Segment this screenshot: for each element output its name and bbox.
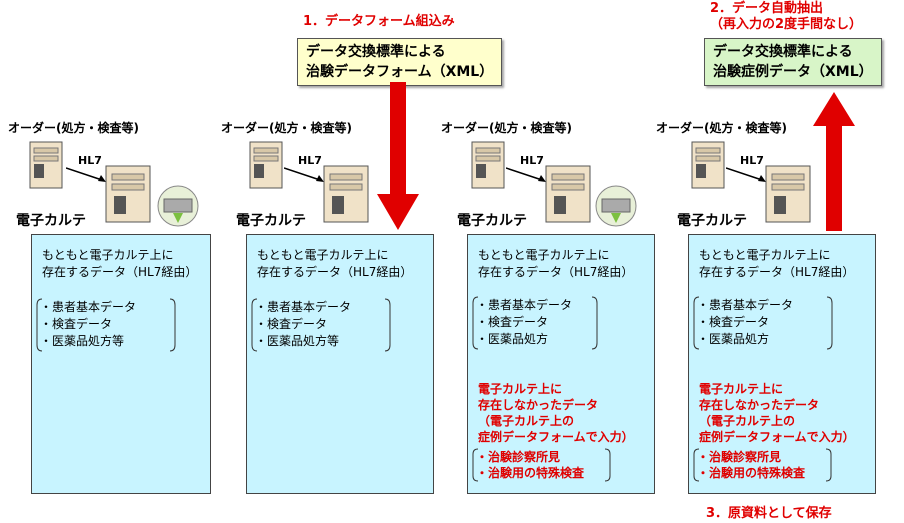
item-list: ・患者基本データ ・検査データ ・医薬品処方等 <box>253 299 351 350</box>
xml-case-line2: 治験症例データ（XML） <box>713 64 873 80</box>
list-item: ・検査データ <box>476 315 549 329</box>
red-note-line3: （電子カルテ上の <box>478 414 575 428</box>
red-list-item: ・治験診察所見 <box>697 450 782 464</box>
hl7-label-3: HL7 <box>520 154 544 167</box>
step1-label: 1．データフォーム組込み <box>303 14 455 29</box>
keyboard-input-icon <box>595 185 637 227</box>
server-pc-icon <box>691 141 725 189</box>
intro-line2: 存在するデータ（HL7経由） <box>699 265 855 279</box>
column-box-1: もともと電子カルテ上に 存在するデータ（HL7経由） ・患者基本データ ・検査デ… <box>31 234 211 494</box>
list-item: ・検査データ <box>255 317 328 331</box>
red-note-line4: 症例データフォームで入力） <box>478 430 634 444</box>
xml-case-line1: データ交換標準による <box>713 44 853 60</box>
list-item: ・医薬品処方 <box>476 332 549 346</box>
item-list: ・患者基本データ ・検査データ ・医薬品処方等 <box>38 299 136 350</box>
hl7-label-2: HL7 <box>298 154 322 167</box>
server-pc-icon <box>471 141 505 189</box>
server-pc-icon <box>249 141 283 189</box>
column-box-3: もともと電子カルテ上に 存在するデータ（HL7経由） ・患者基本データ ・検査デ… <box>467 234 655 494</box>
column-box-4: もともと電子カルテ上に 存在するデータ（HL7経由） ・患者基本データ ・検査デ… <box>688 234 876 494</box>
server-icon <box>323 165 369 223</box>
bracket <box>472 296 598 350</box>
step2-line2: （再入力の2度手間なし） <box>710 17 863 32</box>
intro-line1: もともと電子カルテ上に <box>42 248 174 262</box>
emr-label-2: 電子カルテ <box>236 213 306 229</box>
list-item: ・医薬品処方等 <box>255 334 340 348</box>
red-note-line1: 電子カルテ上に <box>478 382 563 396</box>
hl7-label-1: HL7 <box>78 154 102 167</box>
hl7-arrow <box>506 167 546 182</box>
emr-label-1: 電子カルテ <box>16 213 86 229</box>
hl7-arrow <box>66 167 106 182</box>
order-label-2: オーダー(処方・検査等) <box>221 121 352 135</box>
item-list: ・患者基本データ ・検査データ ・医薬品処方 <box>474 297 572 348</box>
intro-line2: 存在するデータ（HL7経由） <box>478 265 634 279</box>
intro-line2: 存在するデータ（HL7経由） <box>257 265 413 279</box>
bracket <box>693 448 832 482</box>
list-item: ・患者基本データ <box>697 298 794 312</box>
red-note-line3: （電子カルテ上の <box>699 414 796 428</box>
intro-line1: もともと電子カルテ上に <box>699 248 831 262</box>
step2-line1: 2．データ自動抽出 <box>710 1 824 16</box>
server-pc-icon <box>29 141 63 189</box>
xml-form-line2: 治験データフォーム（XML） <box>306 64 494 80</box>
red-up-arrow <box>813 92 855 231</box>
list-item: ・検査データ <box>697 315 770 329</box>
order-label-1: オーダー(処方・検査等) <box>8 121 139 135</box>
bracket <box>251 298 391 352</box>
red-list-item: ・治験用の特殊検査 <box>697 466 806 480</box>
step3-label: 3．原資料として保存 <box>706 506 832 521</box>
column-box-2: もともと電子カルテ上に 存在するデータ（HL7経由） ・患者基本データ ・検査デ… <box>246 234 434 494</box>
item-list: ・患者基本データ ・検査データ ・医薬品処方 <box>695 297 793 348</box>
red-note-line2: 存在しなかったデータ <box>699 398 820 412</box>
server-icon <box>105 165 151 223</box>
red-list-item: ・治験診察所見 <box>476 450 561 464</box>
list-item: ・患者基本データ <box>255 300 352 314</box>
xml-form-line1: データ交換標準による <box>306 44 446 60</box>
intro-line2: 存在するデータ（HL7経由） <box>42 265 198 279</box>
order-label-3: オーダー(処方・検査等) <box>441 121 572 135</box>
keyboard-input-icon <box>157 185 199 227</box>
intro-line1: もともと電子カルテ上に <box>478 248 610 262</box>
step2-label: 2．データ自動抽出 （再入力の2度手間なし） <box>710 1 862 33</box>
red-list-item: ・治験用の特殊検査 <box>476 466 585 480</box>
xml-form-box: データ交換標準による 治験データフォーム（XML） <box>297 38 503 86</box>
list-item: ・患者基本データ <box>476 298 573 312</box>
bracket <box>36 298 176 352</box>
emr-label-3: 電子カルテ <box>457 213 527 229</box>
list-item: ・患者基本データ <box>40 300 137 314</box>
red-note-line1: 電子カルテ上に <box>699 382 784 396</box>
emr-label-4: 電子カルテ <box>677 213 747 229</box>
hl7-arrow <box>726 167 766 182</box>
xml-case-box: データ交換標準による 治験症例データ（XML） <box>704 38 882 86</box>
list-item: ・医薬品処方 <box>697 332 770 346</box>
order-label-4: オーダー(処方・検査等) <box>656 121 787 135</box>
red-down-arrow <box>377 82 419 230</box>
hl7-label-4: HL7 <box>740 154 764 167</box>
bracket <box>693 296 833 350</box>
intro-line1: もともと電子カルテ上に <box>257 248 389 262</box>
red-note-line2: 存在しなかったデータ <box>478 398 599 412</box>
list-item: ・医薬品処方等 <box>40 334 125 348</box>
red-note-line4: 症例データフォームで入力） <box>699 430 855 444</box>
server-icon <box>765 165 811 223</box>
server-icon <box>545 165 591 223</box>
bracket <box>472 448 611 482</box>
hl7-arrow <box>284 167 324 182</box>
list-item: ・検査データ <box>40 317 113 331</box>
